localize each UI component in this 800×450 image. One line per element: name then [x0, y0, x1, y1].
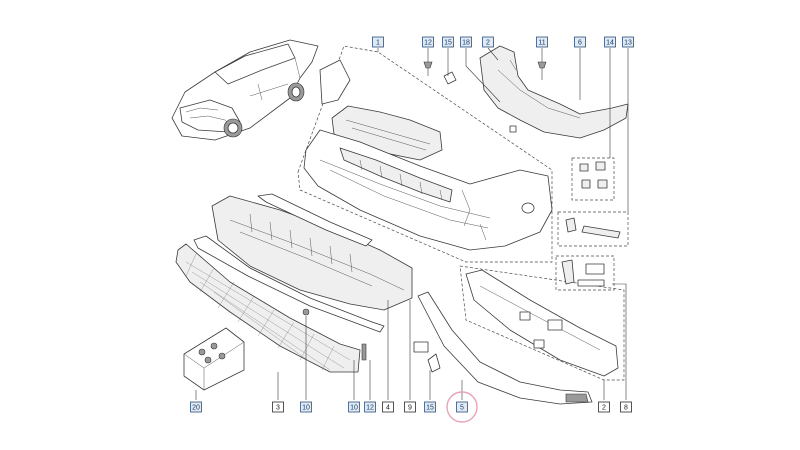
- callout-label: 12: [366, 405, 374, 412]
- callout-label: 3: [276, 405, 280, 412]
- clip-set-13: [557, 211, 629, 247]
- callout-18: 18: [460, 36, 472, 48]
- leader-lines: [195, 47, 629, 400]
- reflector-8: [555, 255, 615, 291]
- clip-set-14: [571, 157, 615, 201]
- callout-box: [382, 401, 394, 413]
- callout-box: [536, 36, 548, 48]
- callout-label: 10: [350, 405, 358, 412]
- lower-bumper-2: [459, 265, 625, 381]
- screw-11: [537, 61, 547, 80]
- absorber-9: [211, 195, 413, 311]
- fastener-kit-20: [183, 327, 245, 391]
- trim-4: [257, 193, 373, 247]
- callout-label: 10: [302, 405, 310, 412]
- callout-12: 12: [422, 36, 434, 48]
- callout-13: 13: [622, 36, 634, 48]
- callout-2: 2: [482, 36, 494, 48]
- callout-box: [300, 401, 312, 413]
- callout-label: 11: [538, 40, 545, 47]
- callout-label: 8: [624, 405, 628, 412]
- callout-9: 9: [404, 401, 416, 413]
- fasteners-lower: [302, 308, 441, 373]
- callout-label: 12: [424, 40, 432, 47]
- clip-12-top: [423, 61, 433, 76]
- callout-14: 14: [604, 36, 616, 48]
- callout-20: 20: [190, 401, 202, 413]
- callout-10: 10: [300, 401, 312, 413]
- callout-box: [482, 36, 494, 48]
- callout-box: [272, 401, 284, 413]
- callout-box: [422, 36, 434, 48]
- callout-label: 18: [462, 40, 470, 47]
- callout-label: 4: [386, 405, 390, 412]
- callout-box: [604, 36, 616, 48]
- callout-box: [456, 401, 468, 413]
- callout-4: 4: [382, 401, 394, 413]
- callout-box: [364, 401, 376, 413]
- callout-label: 20: [192, 405, 200, 412]
- callout-box: [348, 401, 360, 413]
- callout-box: [598, 401, 610, 413]
- callout-label: 2: [486, 40, 490, 47]
- callout-label: 13: [624, 40, 632, 47]
- callout-box: [442, 36, 454, 48]
- callout-label: 5: [460, 405, 464, 412]
- callout-label: 6: [578, 40, 582, 47]
- callout-box: [574, 36, 586, 48]
- car-thumbnail: [171, 39, 319, 141]
- callout-10: 10: [348, 401, 360, 413]
- callout-1: 1: [372, 36, 384, 48]
- clip-15-top: [443, 71, 457, 85]
- callout-8: 8: [620, 401, 632, 413]
- callout-box: [372, 36, 384, 48]
- callout-2: 2: [598, 401, 610, 413]
- callout-15: 15: [424, 401, 436, 413]
- callout-15: 15: [442, 36, 454, 48]
- callout-12: 12: [364, 401, 376, 413]
- callout-11: 11: [536, 36, 548, 48]
- callout-6: 6: [574, 36, 586, 48]
- callout-label: 2: [602, 405, 606, 412]
- callout-label: 15: [426, 405, 434, 412]
- side-brackets: [479, 45, 629, 139]
- callout-box: [190, 401, 202, 413]
- spoiler-5: [417, 291, 593, 405]
- callout-5: 5: [456, 401, 468, 413]
- lower-strip: [193, 235, 385, 333]
- callout-label: 15: [444, 40, 452, 47]
- callout-3: 3: [272, 401, 284, 413]
- callout-box: [620, 401, 632, 413]
- callout-box: [460, 36, 472, 48]
- callout-box: [622, 36, 634, 48]
- callout-label: 14: [606, 40, 614, 47]
- grille-3: [175, 243, 361, 373]
- callout-label: 1: [376, 40, 380, 47]
- highlight-ring: [446, 391, 478, 423]
- callout-label: 9: [408, 405, 412, 412]
- callout-layer: 1 12 15 18 2 11 6 14 13 20 3 10 10 12 4 9 15 5 2 8: [190, 36, 634, 413]
- callout-box: [404, 401, 416, 413]
- front-bumper-assembly: [297, 45, 553, 263]
- callout-box: [424, 401, 436, 413]
